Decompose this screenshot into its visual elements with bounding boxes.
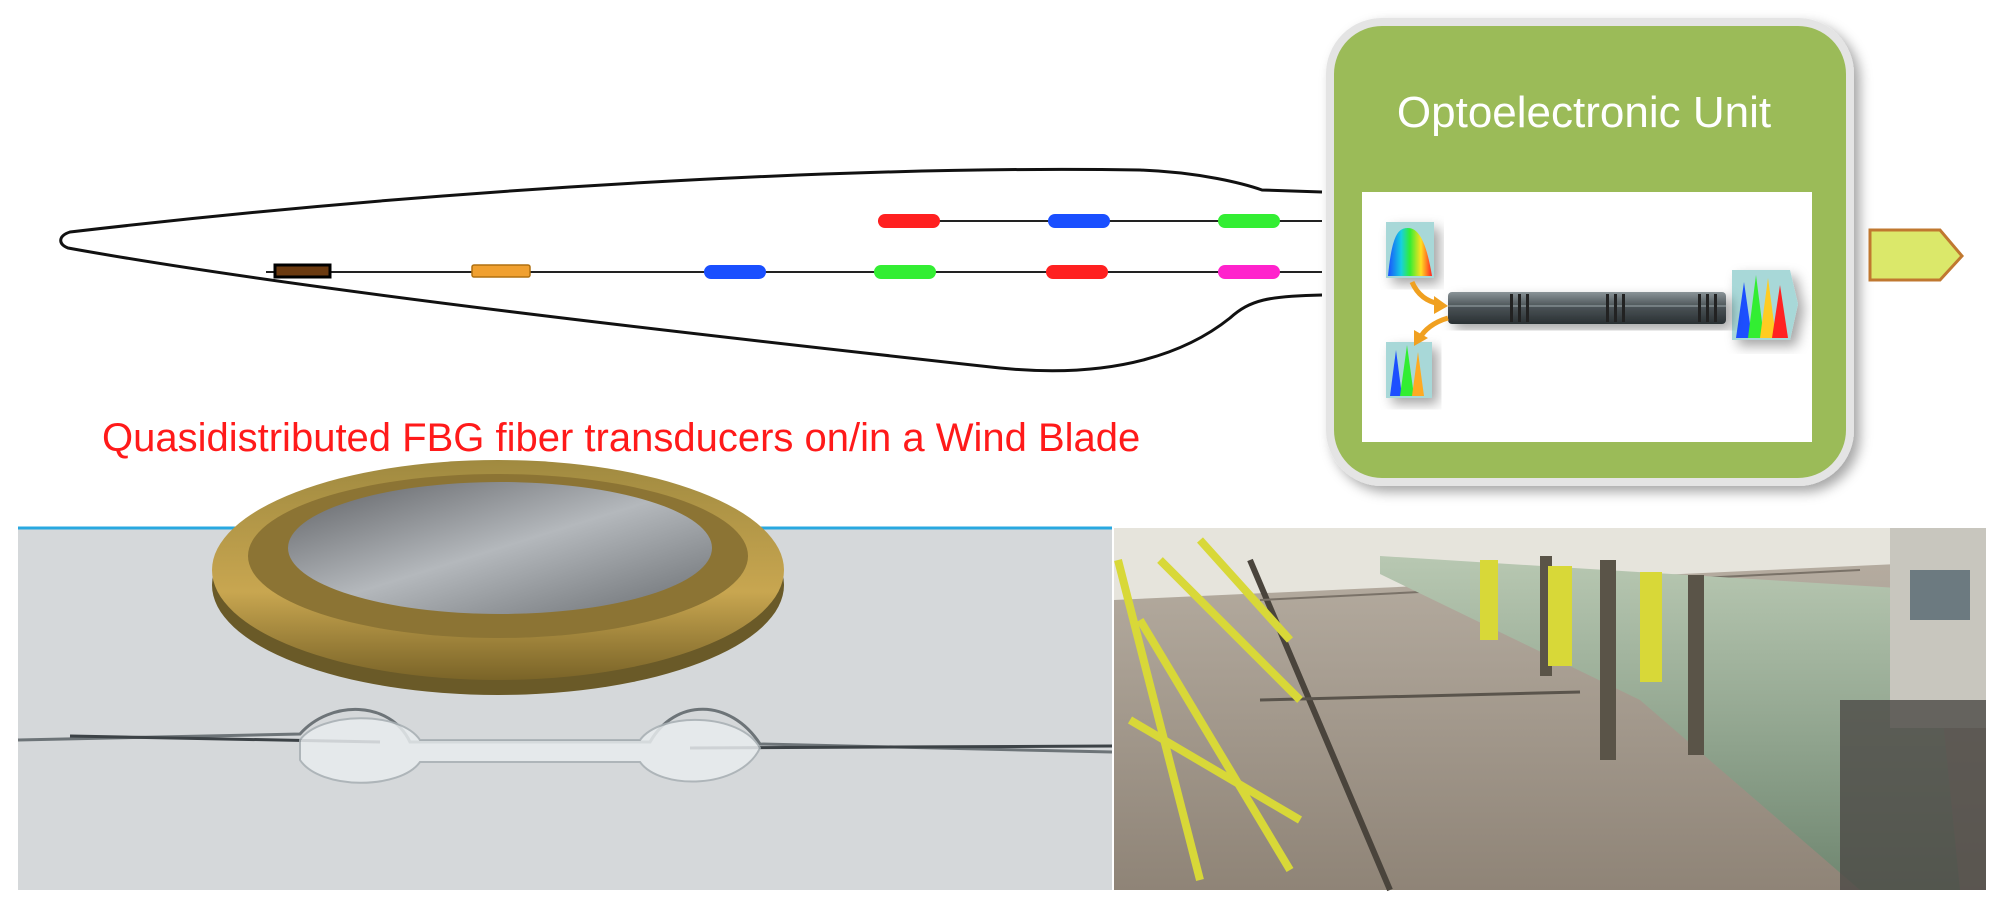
clamp-yellow-frames xyxy=(1480,560,1662,682)
light-in-arrow-icon xyxy=(1409,280,1448,314)
transmitted-spectrum-icon xyxy=(1732,270,1798,340)
fbg-grating-red-upper xyxy=(878,214,940,228)
output-arrow-icon xyxy=(1868,228,1964,282)
fbg-grating-magenta-lower xyxy=(1218,265,1280,279)
optoelectronic-unit xyxy=(1326,18,1854,486)
blade-under-test xyxy=(1380,556,1960,890)
optoelectronic-unit-title: Optoelectronic Unit xyxy=(1396,88,1772,137)
coin-icon xyxy=(212,460,784,695)
grating-marks-2 xyxy=(1606,294,1625,322)
reflected-spectrum-icon xyxy=(1386,342,1432,398)
grating-marks-1 xyxy=(1510,294,1529,322)
fbg-grating-blue-upper xyxy=(1048,214,1110,228)
input-spectrum-icon xyxy=(1386,222,1434,278)
wind-blade-test-photo xyxy=(1114,528,1986,892)
wind-blade-diagram xyxy=(59,167,1323,373)
fbg-grating-orange-lower xyxy=(471,264,531,278)
fbg-grating-black-lower xyxy=(273,263,332,279)
fbg-sensor-element xyxy=(17,707,1113,784)
yellow-supports xyxy=(1114,537,1303,881)
blade-outline xyxy=(59,167,1323,373)
fbg-grating-green-upper xyxy=(1218,214,1280,228)
light-reflected-arrow-icon xyxy=(1414,315,1449,346)
fbg-grating-blue-lower xyxy=(704,265,766,279)
grating-marks-3 xyxy=(1698,294,1717,322)
diagram-caption: Quasidistributed FBG fiber transducers o… xyxy=(102,416,1141,460)
fiber-with-gratings xyxy=(1448,292,1726,324)
fbg-grating-red-lower xyxy=(1046,265,1108,279)
fbg-grating-green-lower xyxy=(874,265,936,279)
fbg-sensor-photo xyxy=(17,460,1113,890)
